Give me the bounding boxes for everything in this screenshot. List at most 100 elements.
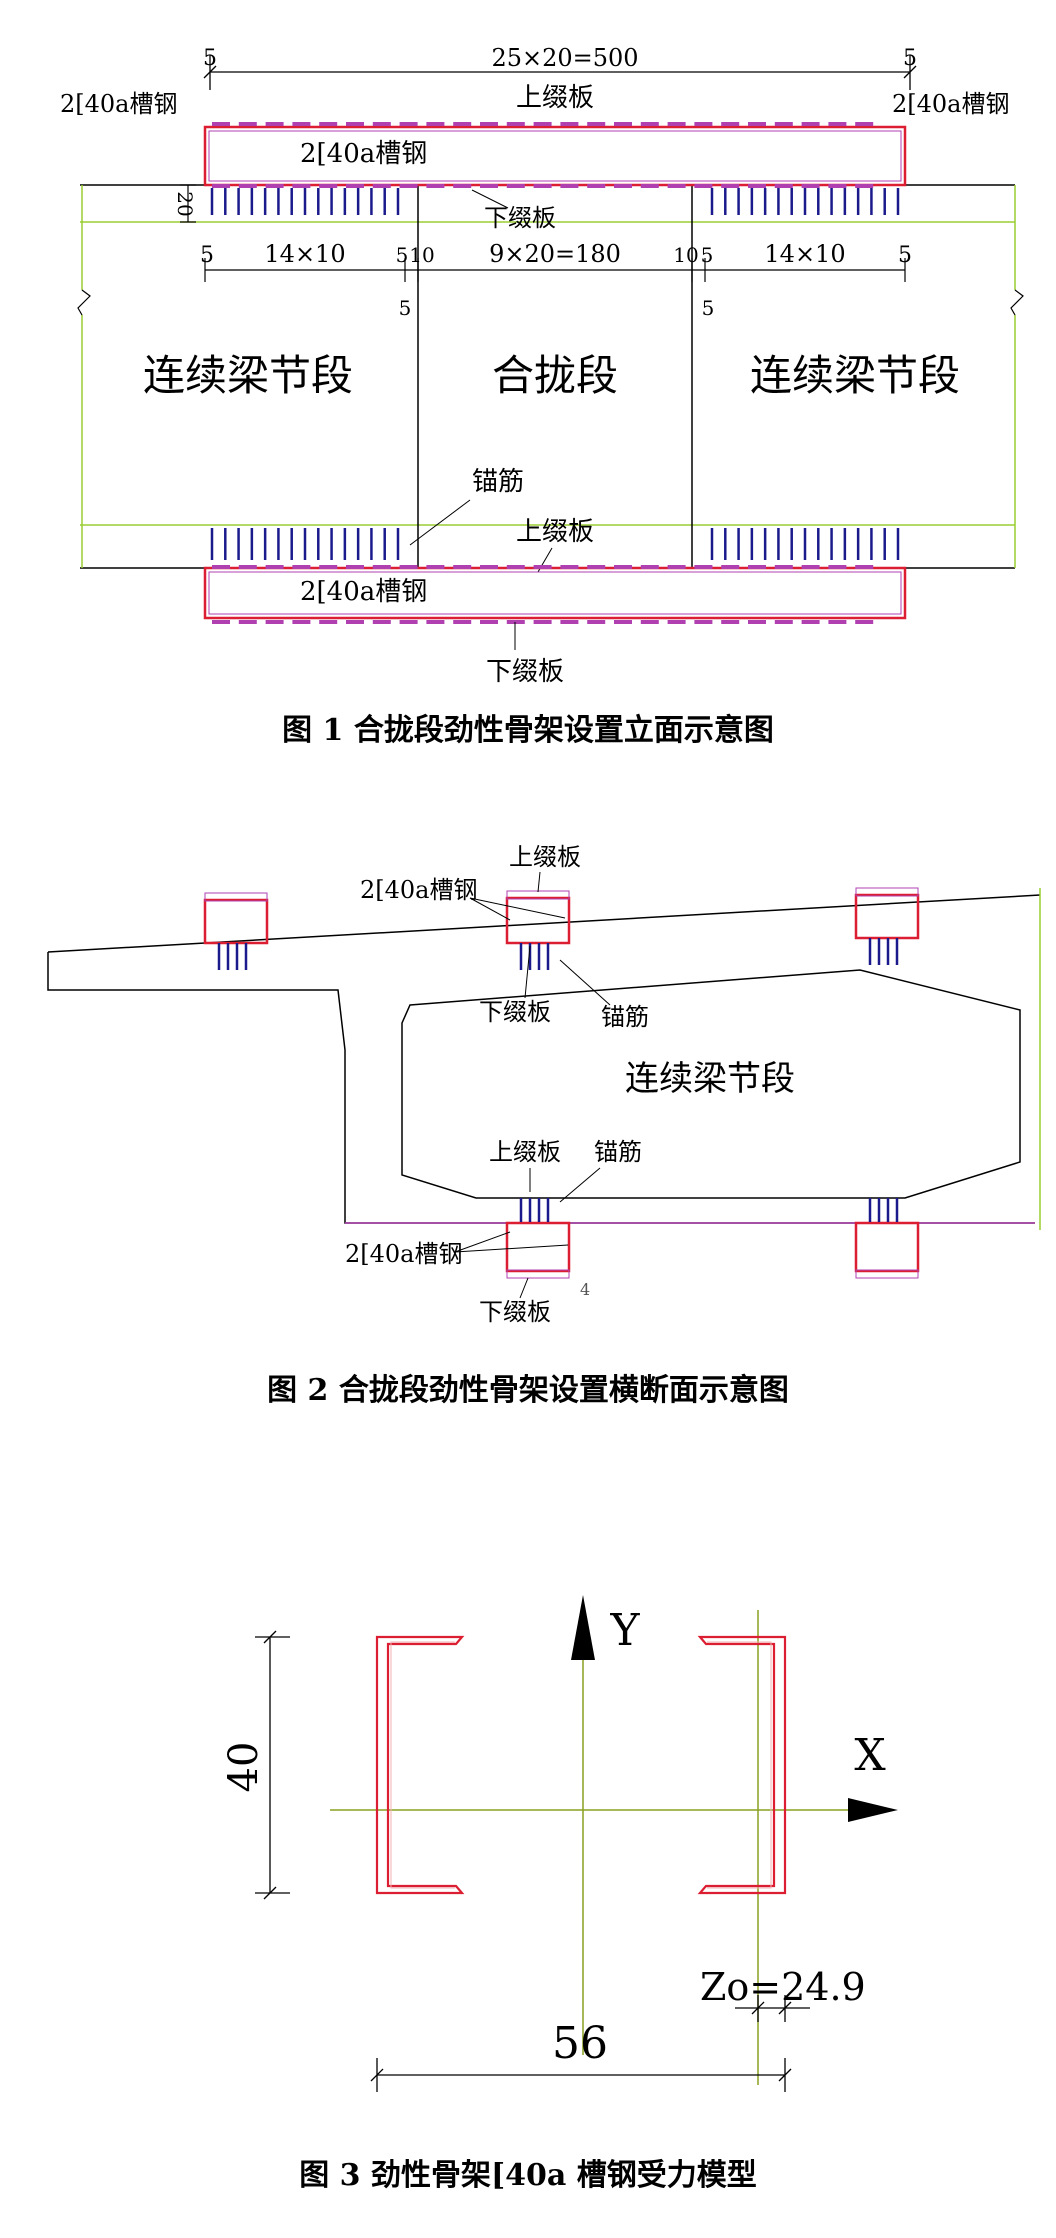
segment-mid-label: 合拢段: [492, 351, 618, 400]
z0-dimension: [735, 1995, 810, 2022]
channel-label-bottom: 2[40a槽钢: [300, 577, 427, 607]
anchor-label-top: 锚筋: [601, 1003, 649, 1031]
bottom-channel-plate: [265, 565, 284, 569]
bottom-channel-plate: [212, 565, 230, 569]
bottom-channel-plate: [801, 565, 820, 569]
leader-channel-top-b: [469, 897, 566, 919]
bottom-channel-plate: [346, 620, 364, 624]
top-channel-plate: [855, 122, 874, 126]
top-channel-plate: [319, 122, 338, 126]
dim-row-6: 5: [701, 243, 714, 267]
dim-row-0: 5: [200, 243, 214, 268]
bottom-channel-mid: [505, 1198, 571, 1279]
top-dimension: [203, 55, 917, 90]
dim-row-4: 9×20=180: [489, 240, 621, 268]
bottom-channel-plate: [426, 620, 445, 624]
top-channel-plate: [587, 122, 606, 126]
top-channel-plate: [346, 184, 364, 188]
bottom-channel-plate: [587, 620, 606, 624]
figure-1-caption: 图 1 合拢段劲性骨架设置立面示意图: [282, 713, 774, 748]
height-dimension: [255, 1630, 290, 1900]
figure-1-elevation: 5 25×20=500 5 2[40a槽钢 2[40a槽钢 上缀板 2[40a槽…: [60, 44, 1024, 687]
dim-height-40: 40: [221, 1742, 267, 1793]
leader-lower-plate-top: [524, 945, 531, 999]
top-channel-plate: [855, 184, 874, 188]
top-channel-plate: [453, 184, 472, 188]
top-channel-steel: [203, 122, 907, 188]
bottom-channel-plate: [801, 620, 820, 624]
leader-lower-plate-bottom: [519, 1277, 529, 1299]
top-channel-plate: [292, 122, 311, 126]
bottom-channel-plate: [694, 565, 713, 569]
upper-plate-label-bottom: 上缀板: [516, 517, 594, 547]
leader-channel-bottom-b: [454, 1244, 569, 1253]
bottom-channel-plate: [560, 620, 579, 624]
anchor-bolts-bottom: [210, 528, 900, 560]
top-channel-plate: [346, 122, 364, 126]
bottom-channel-plate: [614, 620, 632, 624]
top-channel-plate: [506, 122, 525, 126]
dim-top-right: 5: [903, 46, 917, 71]
top-channel-plate: [721, 122, 740, 126]
dimension-row: [204, 258, 906, 282]
top-channel-plate: [640, 122, 659, 126]
top-channel-plate: [614, 184, 632, 188]
top-channel-plate: [399, 122, 418, 126]
channel-label-bottom: 2[40a槽钢: [345, 1240, 462, 1268]
bottom-channel-plate: [506, 620, 525, 624]
top-channel-plate: [801, 184, 820, 188]
top-channel-plate: [372, 184, 391, 188]
top-channel-plate: [533, 184, 552, 188]
segment-left-label: 连续梁节段: [143, 351, 353, 400]
figure-3-caption: 图 3 劲性骨架[40a 槽钢受力模型: [299, 2158, 757, 2193]
dim-row-7: 14×10: [764, 240, 845, 268]
lower-plate-label-top: 下缀板: [484, 204, 556, 232]
bottom-channel-plate: [614, 565, 632, 569]
bottom-channel-plate: [265, 620, 284, 624]
upper-plate-label-bottom: 上缀板: [489, 1138, 561, 1166]
bottom-channel-plate: [748, 620, 766, 624]
figure-2-cross-section: 上缀板 2[40a槽钢 下缀板 锚筋 连续梁节段 上缀板 锚筋 2[40a槽钢 …: [47, 843, 1041, 1326]
bottom-channel-plate: [855, 565, 874, 569]
channel-label-right: 2[40a槽钢: [892, 90, 1009, 118]
bottom-channel-plate: [238, 620, 257, 624]
top-channel-plate: [453, 122, 472, 126]
bottom-channel-plate: [828, 565, 847, 569]
bottom-channel-plate: [506, 565, 525, 569]
top-channel-plate: [587, 184, 606, 188]
top-channel-plate: [640, 184, 659, 188]
lower-plate-label-bottom: 下缀板: [479, 1298, 551, 1326]
channel-right: [697, 1635, 787, 1895]
leader-anchor: [409, 499, 471, 546]
segment-label: 连续梁节段: [625, 1059, 795, 1099]
bottom-channel-plate: [399, 565, 418, 569]
top-channel-plate: [667, 184, 686, 188]
bottom-channel-plate: [238, 565, 257, 569]
bottom-channel-plate: [453, 565, 472, 569]
page-mark: 4: [580, 1280, 590, 1299]
top-channel-plate: [319, 184, 338, 188]
bottom-channel-plate: [587, 565, 606, 569]
top-channel-plate: [480, 184, 498, 188]
bottom-channel-plate: [667, 565, 686, 569]
top-channel-plate: [748, 122, 766, 126]
bottom-channel-plate: [667, 620, 686, 624]
top-channel-plate: [372, 122, 391, 126]
top-channel-plate: [426, 184, 445, 188]
height-dimension: [180, 184, 196, 223]
dim-small-left: 5: [399, 296, 412, 320]
top-channel-plate: [748, 184, 766, 188]
lower-plate-label-bottom: 下缀板: [486, 657, 564, 687]
channel-label-top: 2[40a槽钢: [360, 876, 477, 904]
leader-channel-top-a: [469, 897, 511, 921]
channel-label-top-inner: 2[40a槽钢: [300, 139, 427, 169]
bottom-channel-plate: [319, 565, 338, 569]
dim-height-20: 20: [173, 191, 197, 216]
channel-label-left: 2[40a槽钢: [60, 90, 177, 118]
figure-3-channel-model: Y X 40 56 Zo=24.9: [221, 1595, 898, 2092]
bottom-channel-plate: [453, 620, 472, 624]
top-channel-right: [854, 887, 920, 965]
bottom-channel-plate: [212, 620, 230, 624]
bottom-channel-plate: [560, 565, 579, 569]
top-channel-plate: [774, 184, 793, 188]
